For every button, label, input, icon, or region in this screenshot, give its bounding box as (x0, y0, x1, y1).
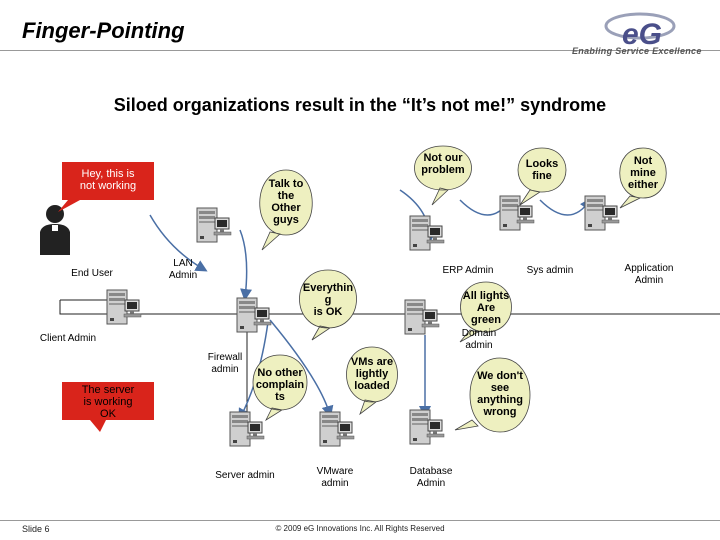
callout-server-working-text: The server is working OK (81, 384, 135, 420)
label-client-admin: Client Admin (39, 333, 97, 344)
bubble-looks-fine-text: Looks fine (525, 158, 559, 182)
label-database-admin: Database Admin (409, 466, 453, 489)
bubble-dont-see (454, 357, 531, 433)
label-application-admin: Application Admin (624, 263, 674, 286)
bubble-not-mine (619, 147, 667, 209)
label-end-user: End User (71, 268, 113, 279)
bubble-everything (299, 269, 357, 341)
label-domain-admin: Domain admin (461, 328, 497, 351)
arrow-firewall-vmware (269, 319, 334, 418)
domain-server-icon (404, 299, 440, 335)
label-vmware-admin: VMware admin (316, 466, 354, 489)
bubble-all-lights (459, 281, 512, 343)
app-admin-server-icon (584, 195, 620, 231)
bubble-talk-text: Talk to the Other guys (268, 178, 304, 226)
callout-hey-text: Hey, this is not working (79, 168, 137, 192)
bubble-vms-text: VMs are lightly loaded (350, 356, 394, 392)
arrows (149, 189, 592, 421)
label-erp-admin: ERP Admin (442, 265, 494, 276)
callout-hey (58, 162, 154, 212)
header-divider (0, 50, 720, 51)
page-title: Finger-Pointing (22, 18, 185, 43)
bubble-not-mine-text: Not mine either (628, 155, 658, 191)
arrow-sys-app (539, 197, 592, 216)
bubble-vms (346, 346, 398, 416)
app-server-icon (229, 411, 265, 447)
end-user-icon (40, 205, 70, 255)
callout-server-working (62, 382, 154, 432)
bubble-not-our (414, 145, 472, 206)
client-server-icon (106, 289, 142, 325)
bubble-talk (259, 169, 313, 251)
bubble-dont-see-text: We don't see anything wrong (477, 370, 523, 418)
bubble-all-lights-text: All lights Are green (462, 290, 510, 326)
bubble-looks-fine (517, 147, 567, 206)
bubble-no-complaints-text: No other complain ts (255, 367, 305, 403)
copyright: © 2009 eG Innovations Inc. All Rights Re… (275, 524, 445, 533)
bubble-no-complaints (252, 354, 308, 422)
sys-server-icon (499, 195, 535, 231)
eg-logo-icon: eG (604, 12, 676, 51)
logo-text: eG (622, 18, 662, 51)
network-line (59, 300, 720, 315)
firewall-icon (236, 297, 272, 333)
bubble-everything-text: Everythin g is OK (302, 282, 354, 318)
slide-number: Slide 6 (22, 524, 50, 534)
logo-tagline: Enabling Service Excellence (572, 46, 702, 56)
label-sys-admin: Sys admin (526, 265, 574, 276)
erp-server-icon (409, 215, 445, 251)
bubble-not-our-text: Not our problem (421, 152, 465, 176)
label-server-admin: Server admin (215, 470, 275, 481)
label-firewall-admin: Firewall admin (207, 352, 243, 375)
slide-subtitle: Siloed organizations result in the “It’s… (113, 95, 607, 115)
label-lan-admin: LAN Admin (168, 258, 198, 281)
lan-server-icon (196, 207, 232, 243)
database-server-icon (409, 409, 445, 445)
footer-divider (0, 520, 720, 521)
vmware-server-icon (319, 411, 355, 447)
